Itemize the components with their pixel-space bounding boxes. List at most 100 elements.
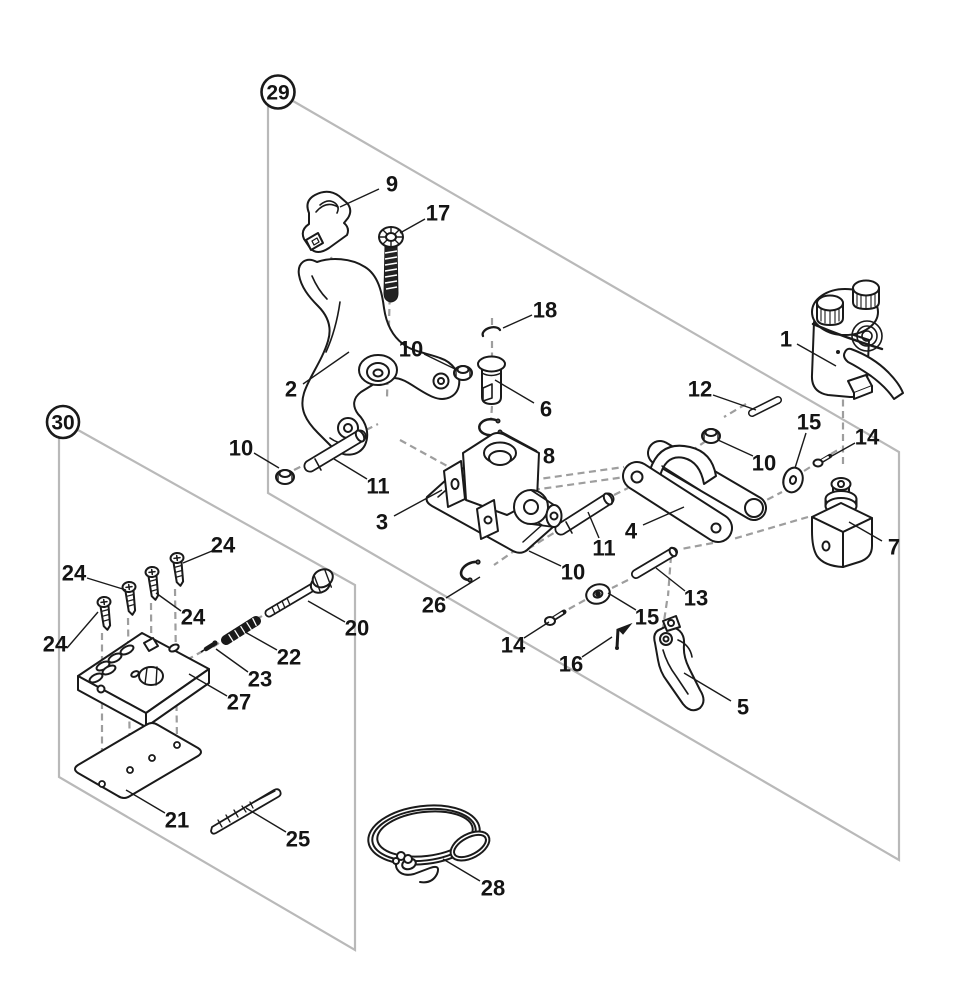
leader-line-3 — [393, 489, 443, 517]
leader-line-17 — [399, 218, 426, 234]
leader-line-23 — [215, 648, 249, 673]
part-label-8: 8 — [543, 444, 555, 469]
part-label-10: 10 — [399, 337, 423, 362]
part-1-clamp-head — [810, 279, 904, 400]
part-label-14: 14 — [501, 633, 526, 658]
leader-line-2 — [302, 351, 350, 385]
part-label-16: 16 — [559, 652, 583, 677]
part-label-17: 17 — [426, 201, 450, 226]
leader-line-24 — [182, 550, 213, 564]
part-4-rocker-link — [622, 440, 767, 543]
group-circle-29 — [260, 74, 296, 110]
part-label-10: 10 — [752, 451, 776, 476]
part-label-5: 5 — [737, 695, 749, 720]
leader-line-11 — [333, 458, 368, 480]
part-11-pivot-pin — [554, 492, 615, 536]
part-label-27: 27 — [227, 690, 251, 715]
leader-line-9 — [339, 188, 380, 208]
part-12-pin — [748, 396, 782, 417]
leader-line-6 — [494, 379, 535, 404]
part-label-23: 23 — [248, 667, 272, 692]
part-label-11: 11 — [592, 536, 615, 561]
part-28-safety-lanyard — [367, 804, 491, 884]
leader-line-10 — [528, 550, 562, 567]
spring-coil-icon — [851, 320, 883, 352]
leader-line-7 — [848, 521, 883, 542]
leader-line-18 — [502, 314, 533, 329]
leader-line-15 — [607, 592, 637, 611]
part-label-10: 10 — [561, 560, 585, 585]
part-3-carriage-base — [425, 432, 563, 554]
group-circle-30 — [45, 404, 81, 440]
part-10-nut — [275, 469, 295, 485]
part-label-22: 22 — [277, 645, 301, 670]
leader-line-22 — [244, 631, 278, 651]
part-label-15: 15 — [635, 605, 659, 630]
leader-line-24 — [66, 611, 99, 649]
leader-line-26 — [445, 576, 481, 599]
part-24-screw — [169, 551, 185, 587]
part-15-washer — [782, 466, 804, 494]
leader-line-1 — [796, 343, 837, 367]
part-label-24: 24 — [43, 632, 68, 657]
part-label-7: 7 — [888, 535, 900, 560]
group-label-30: 30 — [51, 412, 74, 435]
part-label-28: 28 — [481, 876, 505, 901]
part-17-knurled-screw — [378, 226, 404, 303]
part-label-10: 10 — [229, 436, 253, 461]
part-label-4: 4 — [625, 519, 638, 544]
part-25-drill-bit — [210, 788, 282, 835]
leader-line-27 — [188, 673, 228, 697]
part-label-9: 9 — [386, 172, 398, 197]
part-label-25: 25 — [286, 827, 310, 852]
part-24-screw — [96, 595, 112, 631]
part-label-3: 3 — [376, 510, 388, 535]
part-15-washer — [585, 583, 611, 605]
part-label-21: 21 — [165, 808, 189, 833]
part-label-13: 13 — [684, 586, 708, 611]
leader-line-24 — [86, 577, 127, 591]
leader-line-10 — [423, 353, 456, 370]
part-label-14: 14 — [855, 425, 880, 450]
part-11-pivot-pin — [303, 429, 367, 473]
part-22-threaded-stud — [221, 616, 261, 645]
leader-line-15 — [794, 432, 807, 469]
leader-line-13 — [655, 567, 686, 592]
part-label-11: 11 — [366, 474, 389, 499]
part-label-26: 26 — [422, 593, 446, 618]
part-10-nut — [701, 428, 721, 444]
leader-line-11 — [587, 511, 600, 539]
part-10-nut — [453, 365, 473, 381]
part-24-screw — [144, 565, 160, 601]
part-label-24: 24 — [62, 561, 87, 586]
part-2-swing-arm — [297, 258, 461, 456]
leader-line-4 — [642, 506, 685, 526]
knurled-knob-icon — [852, 279, 880, 310]
leader-line-10 — [253, 452, 280, 469]
leader-line-28 — [442, 858, 481, 882]
leader-line-14 — [829, 442, 856, 458]
part-26-c-clip — [459, 559, 481, 583]
part-24-screw — [121, 580, 137, 616]
leader-line-14 — [523, 621, 550, 639]
leader-line-10 — [717, 439, 754, 457]
part-label-1: 1 — [780, 327, 792, 352]
part-label-18: 18 — [533, 298, 557, 323]
part-label-20: 20 — [345, 616, 369, 641]
part-14-screw — [812, 453, 833, 468]
part-13-pin — [631, 546, 678, 579]
leader-line-8 — [501, 431, 538, 452]
part-label-12: 12 — [688, 377, 712, 402]
part-18-clip-ring — [481, 326, 502, 338]
group-panel-30 — [57, 429, 357, 952]
part-label-6: 6 — [540, 397, 552, 422]
part-label-24: 24 — [211, 533, 236, 558]
part-27-adapter-plate — [77, 632, 210, 728]
part-label-15: 15 — [797, 410, 821, 435]
group-panel-29 — [266, 100, 901, 862]
part-5-release-lever — [653, 615, 705, 712]
leader-line-20 — [307, 600, 346, 623]
